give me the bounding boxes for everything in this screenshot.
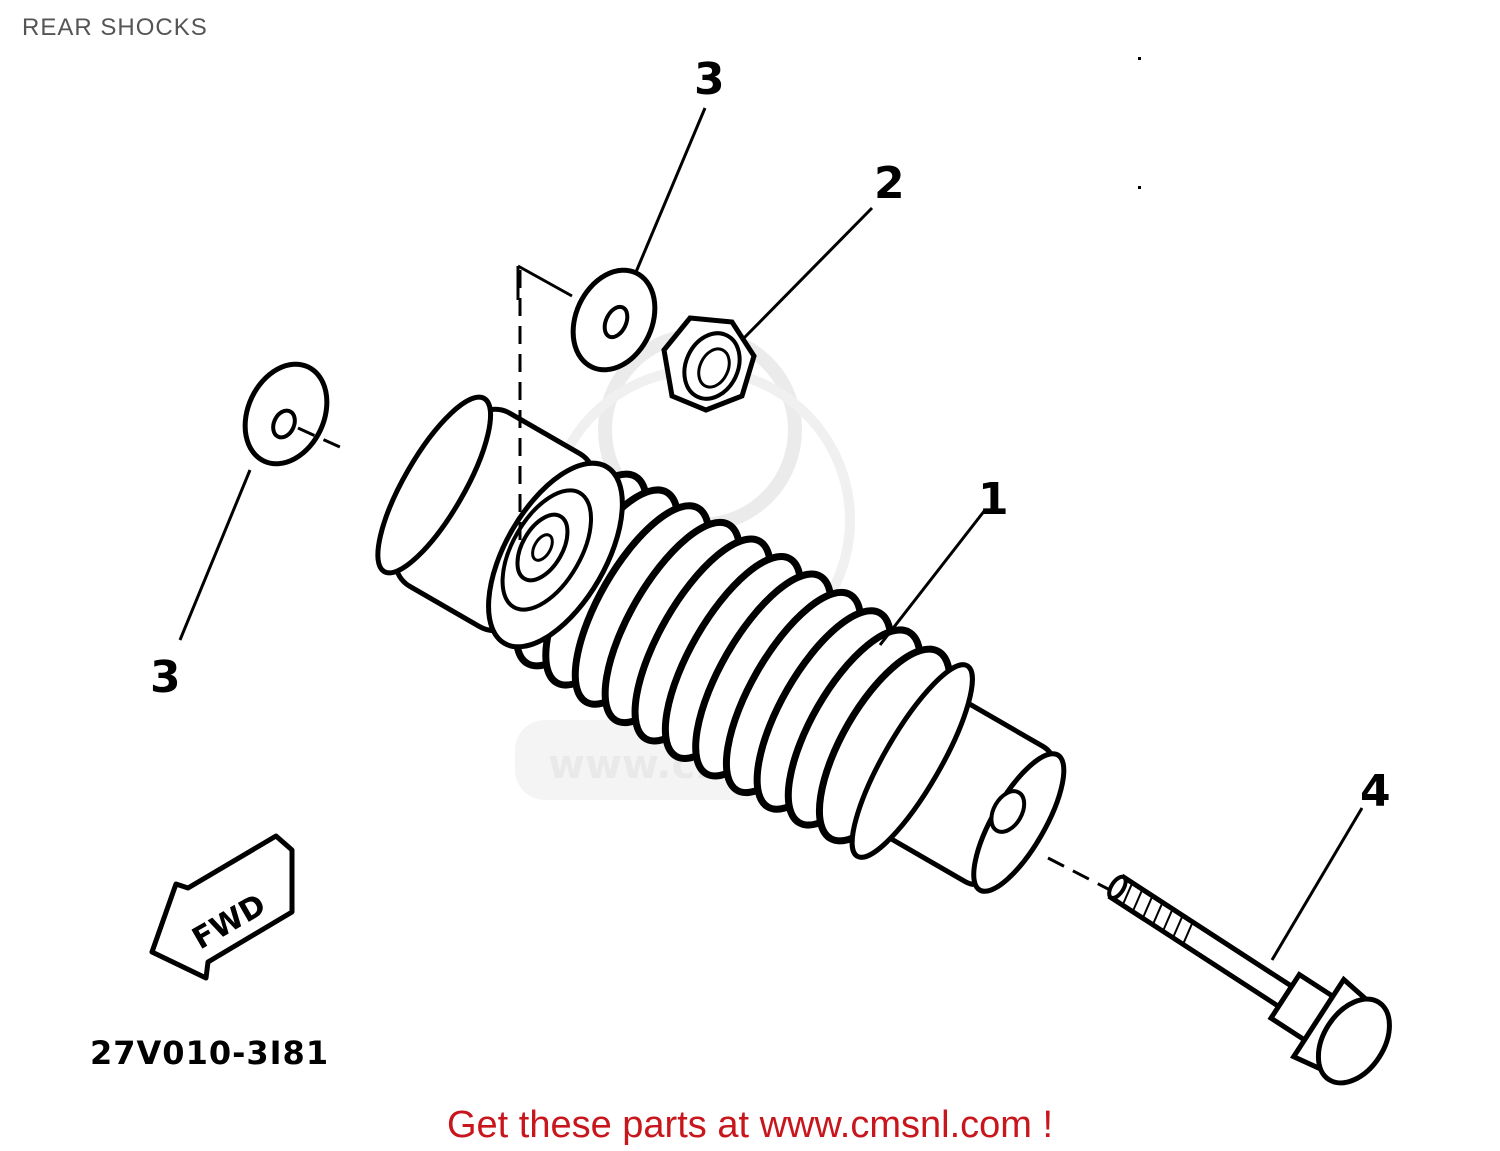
- callout-3-upper: 3: [694, 54, 725, 105]
- footer-link[interactable]: Get these parts at www.cmsnl.com !: [446, 1104, 1054, 1146]
- washer-lower: [242, 361, 330, 467]
- nut: [661, 315, 757, 413]
- callout-4: 4: [1360, 766, 1391, 817]
- fwd-arrow-icon: FWD: [149, 833, 295, 981]
- washer-upper: [570, 267, 658, 373]
- drawing-code: 27V010-3I81: [90, 1034, 329, 1072]
- page-title: REAR SHOCKS: [22, 14, 208, 41]
- callout-2: 2: [874, 158, 905, 209]
- rear-shock-absorber: [375, 394, 1067, 894]
- bolt: [1107, 873, 1392, 1086]
- leader-lines: [178, 107, 1364, 961]
- assembly-lines: [297, 266, 1111, 892]
- callout-3-lower: 3: [150, 652, 181, 703]
- bracket-line: [516, 264, 573, 300]
- callout-1: 1: [978, 474, 1009, 525]
